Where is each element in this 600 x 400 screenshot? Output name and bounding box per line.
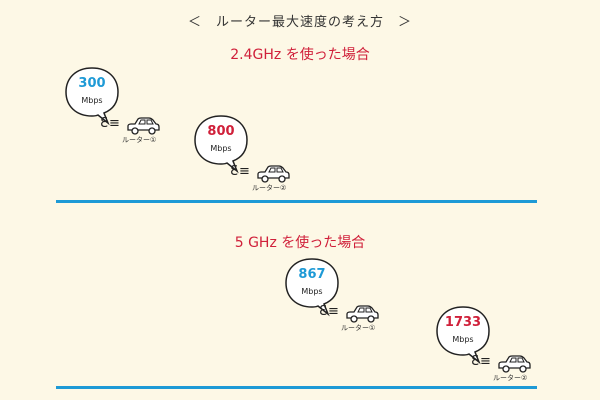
speed-bubble-router-2-2-4ghz: 800 Mbps: [193, 114, 249, 174]
speed-lines-icon: Ɛ≡: [230, 164, 251, 179]
car-icon: [127, 117, 160, 135]
speed-lines-icon: Ɛ≡: [319, 304, 340, 319]
speech-bubble-icon: [436, 306, 490, 365]
speed-lines-icon: Ɛ≡: [471, 354, 492, 369]
speech-bubble-icon: [194, 115, 248, 174]
car-router-2-5ghz: Ɛ≡ ルーター②: [471, 354, 541, 388]
speed-value: 867: [298, 267, 326, 282]
page-title: ＜ ルーター最大速度の考え方 ＞: [187, 15, 412, 30]
router-label: ルーター②: [493, 374, 528, 382]
speed-value: 800: [207, 124, 235, 139]
speed-unit: Mbps: [301, 287, 323, 296]
car-router-1-2-4ghz: Ɛ≡ ルーター①: [100, 116, 170, 150]
speed-unit: Mbps: [210, 144, 232, 153]
section-heading-2-4ghz: 2.4GHz を使った場合: [230, 47, 370, 63]
road-line-5ghz: [56, 386, 537, 389]
car-icon: [346, 305, 379, 323]
road-line-2-4ghz: [56, 200, 537, 203]
speech-bubble-icon: [65, 67, 119, 126]
speed-bubble-router-1-2-4ghz: 300 Mbps: [64, 66, 120, 126]
car-router-1-5ghz: Ɛ≡ ルーター①: [319, 304, 389, 338]
router-label: ルーター①: [341, 324, 376, 332]
speech-bubble-icon: [285, 258, 339, 317]
speed-unit: Mbps: [81, 96, 103, 105]
car-router-2-2-4ghz: Ɛ≡ ルーター②: [230, 164, 300, 198]
speed-value: 1733: [444, 315, 482, 330]
speed-bubble-router-1-5ghz: 867 Mbps: [284, 257, 340, 317]
router-label: ルーター①: [122, 136, 157, 144]
speed-value: 300: [78, 76, 106, 91]
router-label: ルーター②: [252, 184, 287, 192]
car-icon: [498, 355, 531, 373]
speed-lines-icon: Ɛ≡: [100, 116, 121, 131]
speed-bubble-router-2-5ghz: 1733 Mbps: [435, 305, 491, 365]
section-heading-5ghz: 5 GHz を使った場合: [234, 235, 366, 251]
speed-unit: Mbps: [452, 335, 474, 344]
car-icon: [257, 165, 290, 183]
